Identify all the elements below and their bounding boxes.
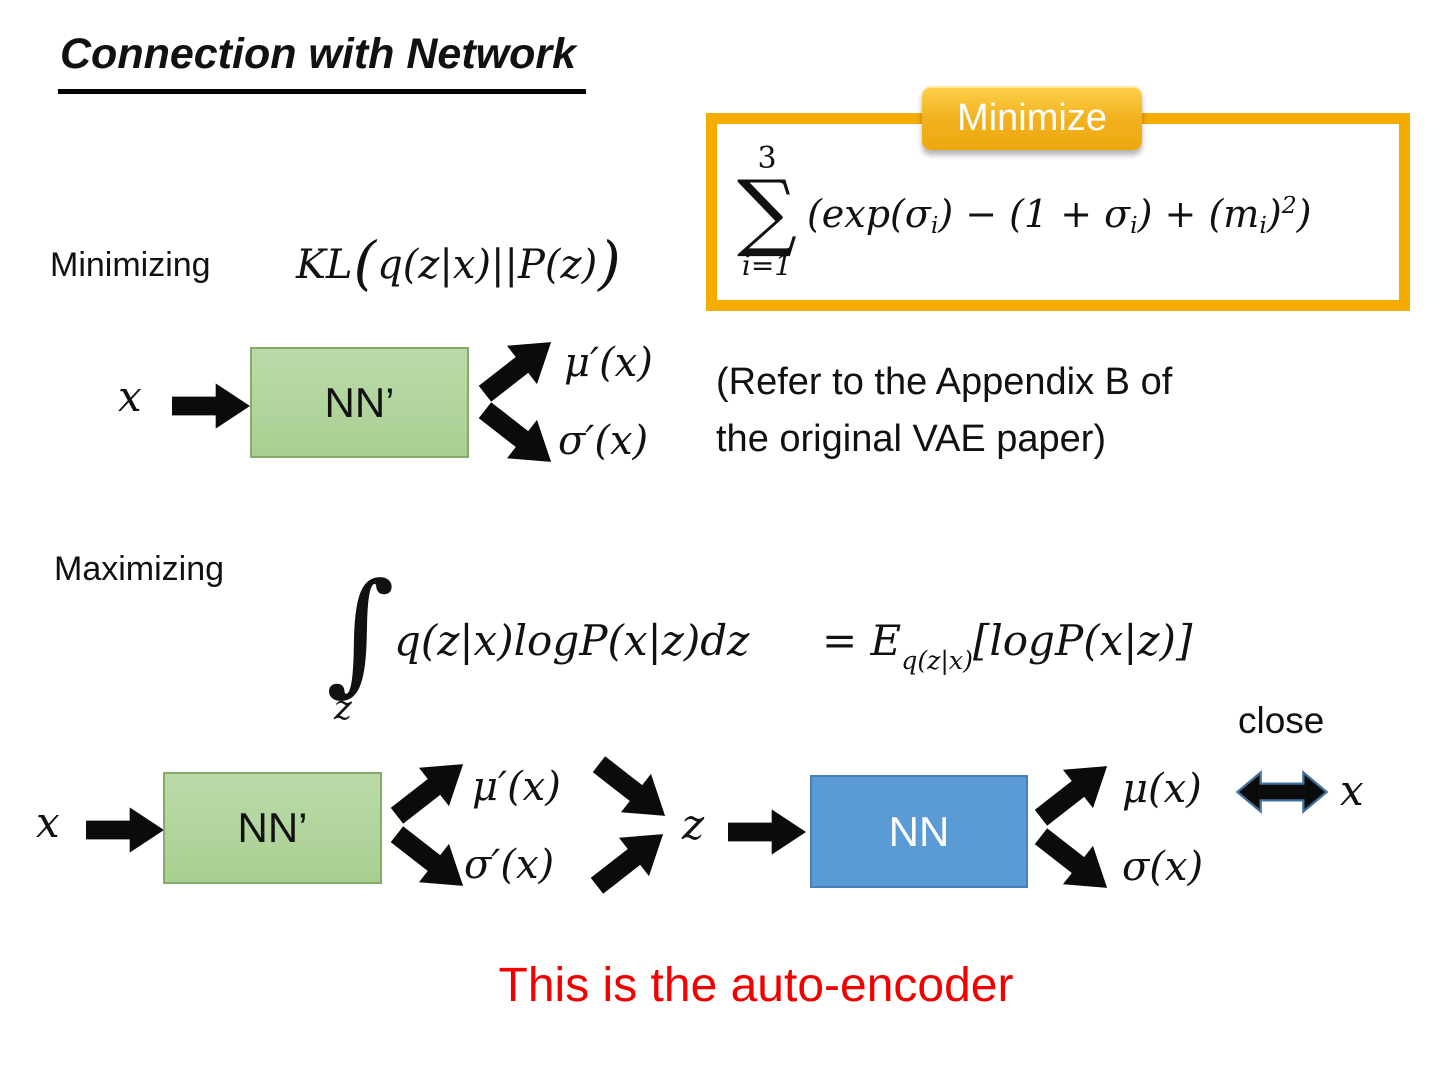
refer-note-line1: (Refer to the Appendix B of <box>716 361 1173 403</box>
sum-expr-part: ) <box>1266 192 1282 236</box>
input-x-label: x <box>118 372 142 421</box>
maximizing-label: Maximizing <box>54 550 225 588</box>
sum-subscript: i <box>1259 211 1267 239</box>
arrow-down-right-icon <box>478 402 552 462</box>
mu-prime-label: μ′(x) <box>472 764 561 810</box>
sigma-symbol: ∑ <box>737 162 797 261</box>
z-label: z <box>682 800 705 849</box>
expectation-rest: [logP(x|z)] <box>972 616 1193 665</box>
encoder-nn-prime-label: NN’ <box>324 378 395 426</box>
sum-expression: (exp(σi) − (1 + σi) + (mi)2) <box>807 191 1312 239</box>
arrow-up-right-icon <box>1034 766 1108 826</box>
mu-prime-label: μ′(x) <box>564 340 653 386</box>
integral-body: q(z|x)logP(x|z)dz <box>394 616 750 665</box>
sum-expr-part: ) − (1 + σ <box>938 192 1131 236</box>
minimize-badge: Minimize <box>922 86 1142 150</box>
double-headed-arrow-icon <box>1235 770 1329 814</box>
kl-prefix: KL <box>296 242 353 288</box>
slide-title: Connection with Network <box>58 30 586 94</box>
minimizing-label: Minimizing <box>50 246 211 284</box>
kl-body: q(z|x)||P(z) <box>377 242 598 288</box>
arrow-up-right-icon <box>590 834 664 894</box>
kl-close-paren: ) <box>598 229 621 297</box>
arrow-down-right-icon <box>1034 828 1108 888</box>
sum-superscript: 2 <box>1281 191 1297 219</box>
decoder-nn-label: NN <box>888 807 950 855</box>
arrow-down-right-icon <box>592 756 666 816</box>
decoder-nn-box: NN <box>810 775 1028 888</box>
sum-expr-part: (exp(σ <box>806 192 931 236</box>
encoder-nn-prime-box: NN’ <box>163 772 382 884</box>
refer-note-line2: the original VAE paper) <box>716 418 1107 460</box>
mu-output-label: μ(x) <box>1122 766 1202 812</box>
sigma-output-label: σ(x) <box>1122 844 1204 890</box>
arrow-down-right-icon <box>390 826 464 886</box>
kl-formula: KL(q(z|x)||P(z)) <box>296 229 622 297</box>
sum-subscript: i <box>930 211 939 239</box>
summation-symbol: 3 ∑ i=1 <box>737 144 797 279</box>
input-x-label: x <box>36 798 60 847</box>
sum-expr-part: ) + (m <box>1137 192 1260 236</box>
arrow-right-icon <box>728 809 806 855</box>
encoder-nn-prime-box: NN’ <box>250 347 469 458</box>
refer-note: (Refer to the Appendix B of the original… <box>716 354 1172 468</box>
arrow-up-right-icon <box>390 764 464 824</box>
sum-upper-limit: 3 <box>757 141 777 177</box>
encoder-nn-prime-label: NN’ <box>237 804 308 851</box>
expectation-prefix: = E <box>822 616 902 665</box>
arrow-right-icon <box>172 383 250 429</box>
close-label: close <box>1238 700 1325 741</box>
integral-symbol: ∫ <box>326 555 395 709</box>
expectation-subscript: q(z|x) <box>901 646 973 675</box>
autoencoder-caption: This is the auto-encoder <box>498 959 1014 1012</box>
integral-lower-z: z <box>334 688 352 728</box>
kl-open-paren: ( <box>353 229 377 297</box>
minimize-badge-label: Minimize <box>957 96 1107 139</box>
arrow-up-right-icon <box>478 342 552 402</box>
sum-expr-part: ) <box>1296 192 1312 236</box>
sigma-prime-label: σ′(x) <box>558 418 649 464</box>
sigma-prime-label: σ′(x) <box>464 842 555 888</box>
arrow-right-icon <box>86 807 164 853</box>
sum-subscript: i <box>1130 211 1138 239</box>
expectation-expression: = Eq(z|x)[logP(x|z)] <box>822 616 1192 675</box>
output-x-label: x <box>1340 766 1364 815</box>
sum-lower-limit: i=1 <box>741 248 793 282</box>
